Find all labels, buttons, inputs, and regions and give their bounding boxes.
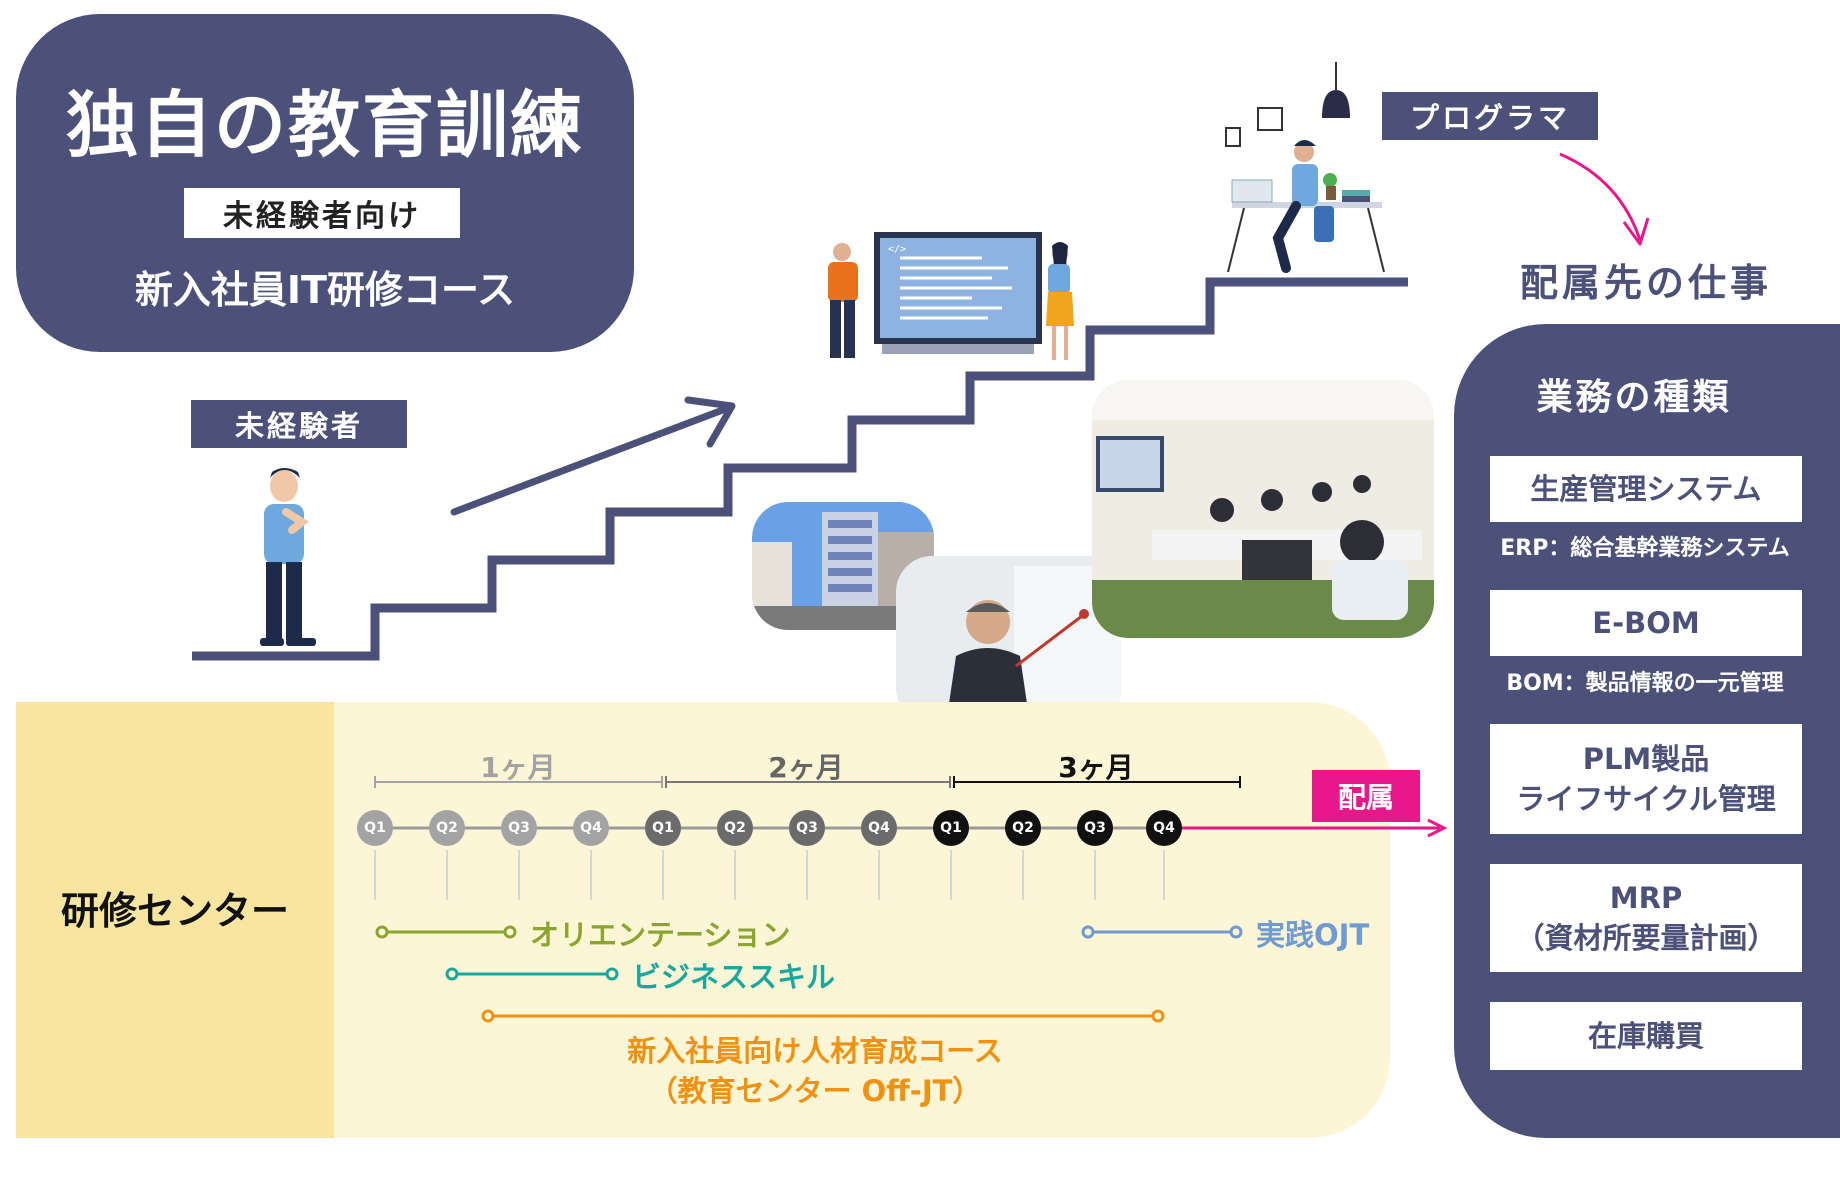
quarter-dot: Q2 bbox=[1005, 810, 1041, 846]
quarter-dot: Q1 bbox=[645, 810, 681, 846]
business-skill-label: ビジネススキル bbox=[632, 960, 836, 994]
job-box-label: 在庫購買 bbox=[1587, 1019, 1704, 1053]
job-box-label: MRP bbox=[1609, 881, 1683, 915]
hero-badge: 未経験者向け bbox=[184, 188, 460, 238]
building-photo bbox=[752, 502, 934, 630]
course-label-line2: （教育センター Off-JT） bbox=[648, 1074, 982, 1108]
ojt-label: 実践OJT bbox=[1256, 918, 1370, 952]
quarter-dot: Q2 bbox=[717, 810, 753, 846]
hero-subtitle: 新入社員IT研修コース bbox=[134, 268, 516, 312]
training-center-label-area bbox=[16, 702, 334, 1138]
assignment-badge: 配属 bbox=[1312, 770, 1420, 822]
hero-card: 独自の教育訓練 未経験者向け 新入社員IT研修コース bbox=[16, 14, 634, 352]
svg-text:</>: </> bbox=[888, 244, 906, 255]
quarter-dot: Q3 bbox=[1077, 810, 1113, 846]
job-box-mrp: MRP （資材所要量計画） bbox=[1490, 864, 1802, 972]
month-bracket-2 bbox=[665, 776, 951, 788]
ojt-bar bbox=[1081, 925, 1243, 939]
job-box-plm: PLM製品 ライフサイクル管理 bbox=[1490, 724, 1802, 834]
beginner-tag: 未経験者 bbox=[191, 400, 407, 448]
job-box-label: E-BOM bbox=[1592, 606, 1700, 640]
quarter-dot: Q4 bbox=[1146, 810, 1182, 846]
classroom-photo bbox=[1092, 380, 1434, 638]
quarter-dot: Q1 bbox=[357, 810, 393, 846]
job-box-production: 生産管理システム bbox=[1490, 456, 1802, 522]
job-note-erp: ERP：総合基幹業務システム bbox=[1500, 536, 1790, 561]
thinking-person-icon bbox=[260, 468, 316, 646]
quarter-dot: Q2 bbox=[429, 810, 465, 846]
month-3-label: 3ヶ月 bbox=[1058, 751, 1134, 784]
job-box-inventory: 在庫購買 bbox=[1490, 1002, 1802, 1070]
job-note-bom: BOM：製品情報の一元管理 bbox=[1506, 671, 1784, 696]
job-box-label-2: ライフサイクル管理 bbox=[1516, 782, 1776, 816]
job-heading: 配属先の仕事 bbox=[1519, 261, 1772, 305]
course-bar bbox=[481, 1009, 1165, 1023]
training-center-label: 研修センター bbox=[60, 889, 289, 933]
quarter-dot: Q3 bbox=[501, 810, 537, 846]
programmer-desk-icon bbox=[1225, 62, 1385, 273]
programmer-tag: プログラマ bbox=[1382, 92, 1598, 140]
quarter-dot: Q3 bbox=[789, 810, 825, 846]
quarter-dot: Q4 bbox=[861, 810, 897, 846]
training-timeline-area bbox=[334, 702, 1390, 1138]
quarter-tick-lines bbox=[374, 850, 1165, 900]
stair-arrow-icon bbox=[450, 396, 736, 516]
orientation-bar bbox=[375, 925, 517, 939]
job-box-label: PLM製品 bbox=[1582, 742, 1710, 776]
course-label-line1: 新入社員向け人材育成コース bbox=[627, 1034, 1003, 1068]
quarter-dot: Q4 bbox=[573, 810, 609, 846]
month-bracket-3 bbox=[953, 776, 1241, 788]
business-skill-bar bbox=[445, 967, 619, 981]
staircase-line bbox=[192, 277, 1408, 661]
computer-screen-icon: </> bbox=[828, 232, 1074, 360]
quarter-dot: Q1 bbox=[933, 810, 969, 846]
job-box-label: 生産管理システム bbox=[1530, 472, 1762, 506]
job-box-label-2: （資材所要量計画） bbox=[1515, 921, 1777, 955]
month-bracket-1 bbox=[374, 776, 663, 788]
month-1-label: 1ヶ月 bbox=[480, 751, 556, 784]
job-box-ebom: E-BOM bbox=[1490, 590, 1802, 656]
job-types-title: 業務の種類 bbox=[1536, 377, 1732, 418]
curved-arrow-icon bbox=[1559, 152, 1650, 246]
month-2-label: 2ヶ月 bbox=[768, 751, 844, 784]
hero-title: 独自の教育訓練 bbox=[65, 83, 584, 167]
orientation-label: オリエンテーション bbox=[530, 918, 791, 952]
